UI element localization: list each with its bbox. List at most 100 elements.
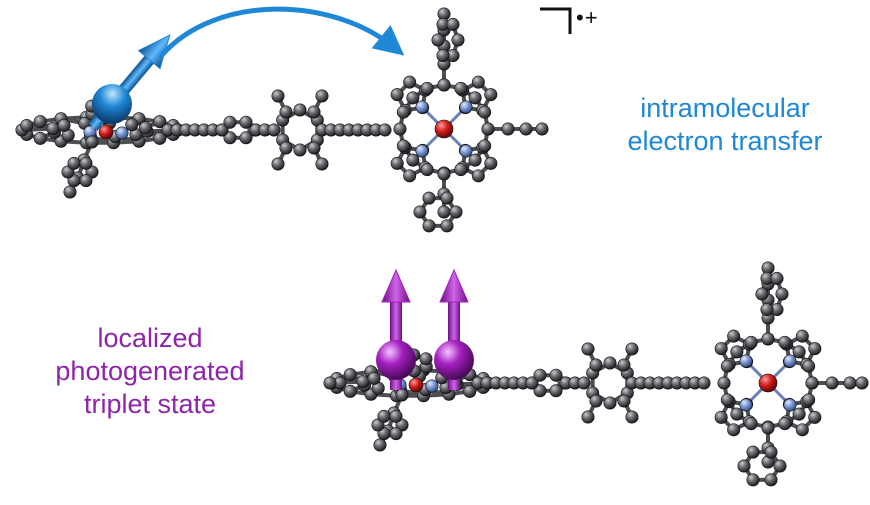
carbon-atom	[421, 163, 433, 175]
electron-transfer-label-line1: intramolecular	[585, 92, 865, 125]
carbon-atom	[316, 90, 328, 102]
carbon-atom	[472, 170, 484, 182]
nitrogen-atom	[416, 101, 428, 113]
carbon-atom	[438, 79, 450, 91]
carbon-atom	[604, 357, 616, 369]
carbon-atom	[403, 76, 415, 88]
carbon-atom	[478, 106, 490, 118]
nitrogen-atom	[416, 145, 428, 157]
carbon-atom	[58, 119, 70, 131]
spin-up-arrow-icon	[434, 270, 474, 390]
carbon-atom	[437, 49, 449, 61]
carbon-atom	[34, 132, 46, 144]
carbon-atom	[578, 377, 590, 389]
carbon-atom	[391, 157, 403, 169]
carbon-atom	[379, 124, 391, 136]
carbon-atom	[420, 353, 432, 365]
carbon-atom	[738, 460, 750, 472]
carbon-atom	[438, 168, 450, 180]
carbon-atom	[268, 124, 280, 136]
carbon-atom	[793, 408, 805, 420]
carbon-atom	[582, 411, 594, 423]
carbon-atom	[280, 142, 292, 154]
carbon-atom	[590, 359, 602, 371]
carbon-atom	[756, 288, 768, 300]
electron-transfer-label: intramolecular electron transfer	[585, 92, 865, 158]
carbon-atom	[86, 136, 98, 148]
carbon-atom	[762, 422, 774, 434]
carbon-atom	[731, 408, 743, 420]
carbon-atom	[368, 372, 380, 384]
carbon-atom	[394, 123, 406, 135]
carbon-atom	[618, 395, 630, 407]
metal-atom	[99, 125, 113, 139]
carbon-atom	[534, 369, 546, 381]
carbon-atom	[452, 34, 464, 46]
carbon-atom	[478, 140, 490, 152]
carbon-atom	[126, 119, 138, 131]
carbon-atom	[796, 330, 808, 342]
carbon-atom	[731, 346, 743, 358]
metal-atom	[435, 120, 453, 138]
carbon-atom	[438, 206, 450, 218]
carbon-atom	[450, 206, 462, 218]
carbon-atom	[745, 417, 757, 429]
carbon-atom	[344, 368, 356, 380]
carbon-atom	[441, 192, 453, 204]
nitrogen-atom	[116, 127, 128, 139]
carbon-atom	[294, 104, 306, 116]
carbon-atom	[308, 106, 320, 118]
carbon-atom	[423, 192, 435, 204]
carbon-atom	[765, 446, 777, 458]
carbon-atom	[745, 336, 757, 348]
carbon-atom	[502, 123, 514, 135]
carbon-atom	[809, 411, 821, 423]
carbon-atom	[826, 377, 838, 389]
carbon-atom	[316, 158, 328, 170]
carbon-atom	[139, 122, 151, 134]
nitrogen-atom	[460, 145, 472, 157]
metal-atom	[409, 378, 423, 392]
carbon-atom	[779, 417, 791, 429]
carbon-atom	[80, 174, 92, 186]
carbon-atom	[482, 123, 494, 135]
carbon-atom	[441, 220, 453, 232]
carbon-atom	[618, 359, 630, 371]
carbon-atom	[809, 342, 821, 354]
carbon-atom	[455, 163, 467, 175]
carbon-atom	[80, 157, 92, 169]
bracket-icon	[540, 9, 570, 34]
carbon-atom	[280, 106, 292, 118]
carbon-atom	[727, 424, 739, 436]
carbon-atom	[397, 106, 409, 118]
carbon-atom	[550, 385, 562, 397]
carbon-atom	[423, 220, 435, 232]
carbon-atom	[344, 385, 356, 397]
carbon-atom	[240, 132, 252, 144]
nitrogen-atom	[784, 355, 796, 367]
carbon-atom	[626, 343, 638, 355]
carbon-atom	[294, 144, 306, 156]
carbon-atom	[378, 410, 390, 422]
nitrogen-atom	[740, 355, 752, 367]
carbon-atom	[727, 330, 739, 342]
carbon-atom	[357, 375, 369, 387]
carbon-atom	[68, 157, 80, 169]
carbon-atom	[472, 76, 484, 88]
carbon-atom	[721, 394, 733, 406]
carbon-atom	[762, 333, 774, 345]
triplet-state-label: localized photogenerated triplet state	[20, 322, 280, 421]
carbon-atom	[779, 336, 791, 348]
carbon-atom	[447, 18, 459, 30]
carbon-atom	[715, 342, 727, 354]
carbon-atom	[802, 360, 814, 372]
carbon-atom	[485, 88, 497, 100]
carbon-atom	[272, 158, 284, 170]
carbon-atom	[414, 206, 426, 218]
carbon-atom	[469, 154, 481, 166]
carbon-atom	[774, 460, 786, 472]
nitrogen-atom	[740, 399, 752, 411]
curved-transfer-arrow-icon	[162, 9, 395, 55]
carbon-atom	[590, 395, 602, 407]
